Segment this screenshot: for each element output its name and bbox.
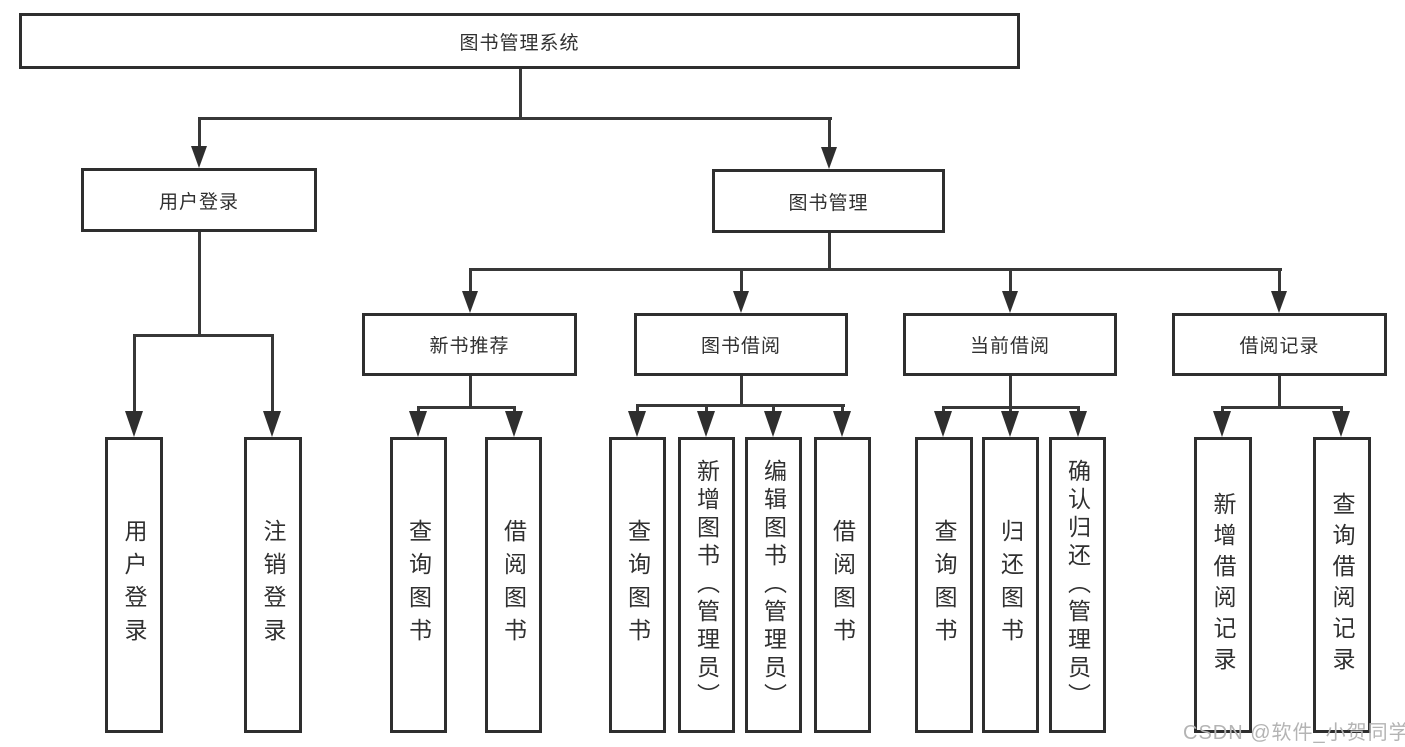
- connector-arrowhead: [697, 411, 715, 437]
- node-user-login: 用户登录: [81, 168, 317, 232]
- connector-line: [417, 406, 420, 415]
- connector-arrowhead: [1332, 411, 1350, 437]
- connector-arrowhead: [821, 147, 837, 169]
- connector-arrowhead: [505, 411, 523, 437]
- leaf-logout: 注销登录: [244, 437, 302, 733]
- node-new-book-recommendation: 新书推荐: [362, 313, 577, 376]
- connector-line: [1278, 268, 1281, 296]
- node-current-borrowing: 当前借阅: [903, 313, 1117, 376]
- connector-line: [942, 406, 945, 415]
- node-book-borrowing: 图书借阅: [634, 313, 848, 376]
- connector-line: [828, 233, 831, 271]
- connector-arrowhead: [733, 291, 749, 313]
- leaf-borrow-books-borrowing: 借阅图书: [814, 437, 871, 733]
- connector-line: [740, 268, 743, 296]
- connector-arrowhead: [263, 411, 281, 437]
- leaf-return-book: 归还图书: [982, 437, 1039, 733]
- connector-line: [133, 334, 136, 414]
- connector-line: [1009, 268, 1012, 296]
- leaf-query-books-borrowing: 查询图书: [609, 437, 666, 733]
- connector-arrowhead: [1069, 411, 1087, 437]
- connector-line: [133, 334, 274, 337]
- connector-line: [271, 334, 274, 414]
- connector-arrowhead: [462, 291, 478, 313]
- connector-line: [417, 406, 516, 409]
- leaf-borrow-books-recommend: 借阅图书: [485, 437, 542, 733]
- connector-line: [519, 69, 522, 120]
- connector-line: [198, 117, 201, 149]
- leaf-edit-book-admin: 编辑图书（管理员）: [745, 437, 802, 733]
- connector-line: [828, 117, 831, 150]
- connector-line: [705, 404, 708, 415]
- connector-arrowhead: [1271, 291, 1287, 313]
- connector-line: [636, 404, 845, 407]
- connector-line: [1009, 406, 1012, 415]
- connector-line: [469, 376, 472, 409]
- connector-arrowhead: [628, 411, 646, 437]
- connector-line: [841, 404, 844, 415]
- connector-line: [1278, 376, 1281, 409]
- connector-line: [513, 406, 516, 415]
- connector-arrowhead: [833, 411, 851, 437]
- connector-line: [1077, 406, 1080, 415]
- csdn-watermark: CSDN @软件_小贺同学: [1183, 722, 1405, 744]
- leaf-query-books-current: 查询图书: [915, 437, 973, 733]
- connector-line: [636, 404, 639, 415]
- connector-arrowhead: [934, 411, 952, 437]
- leaf-add-book-admin: 新增图书（管理员）: [678, 437, 735, 733]
- connector-arrowhead: [409, 411, 427, 437]
- connector-line: [1340, 406, 1343, 415]
- connector-line: [198, 232, 201, 337]
- leaf-query-borrow-record: 查询借阅记录: [1313, 437, 1371, 733]
- connector-line: [198, 117, 832, 120]
- connector-line: [772, 404, 775, 415]
- leaf-confirm-return-admin: 确认归还（管理员）: [1049, 437, 1106, 733]
- connector-line: [469, 268, 472, 296]
- connector-arrowhead: [764, 411, 782, 437]
- connector-arrowhead: [1213, 411, 1231, 437]
- node-borrowing-records: 借阅记录: [1172, 313, 1387, 376]
- connector-line: [740, 376, 743, 407]
- connector-arrowhead: [191, 146, 207, 168]
- connector-line: [1009, 376, 1012, 409]
- connector-line: [1221, 406, 1343, 409]
- leaf-add-borrow-record: 新增借阅记录: [1194, 437, 1252, 733]
- connector-line: [1221, 406, 1224, 415]
- connector-arrowhead: [1002, 291, 1018, 313]
- node-book-management: 图书管理: [712, 169, 945, 233]
- connector-line: [469, 268, 1282, 271]
- node-library-management-system: 图书管理系统: [19, 13, 1020, 69]
- connector-arrowhead: [1001, 411, 1019, 437]
- leaf-user-login: 用户登录: [105, 437, 163, 733]
- leaf-query-books-recommend: 查询图书: [390, 437, 447, 733]
- connector-arrowhead: [125, 411, 143, 437]
